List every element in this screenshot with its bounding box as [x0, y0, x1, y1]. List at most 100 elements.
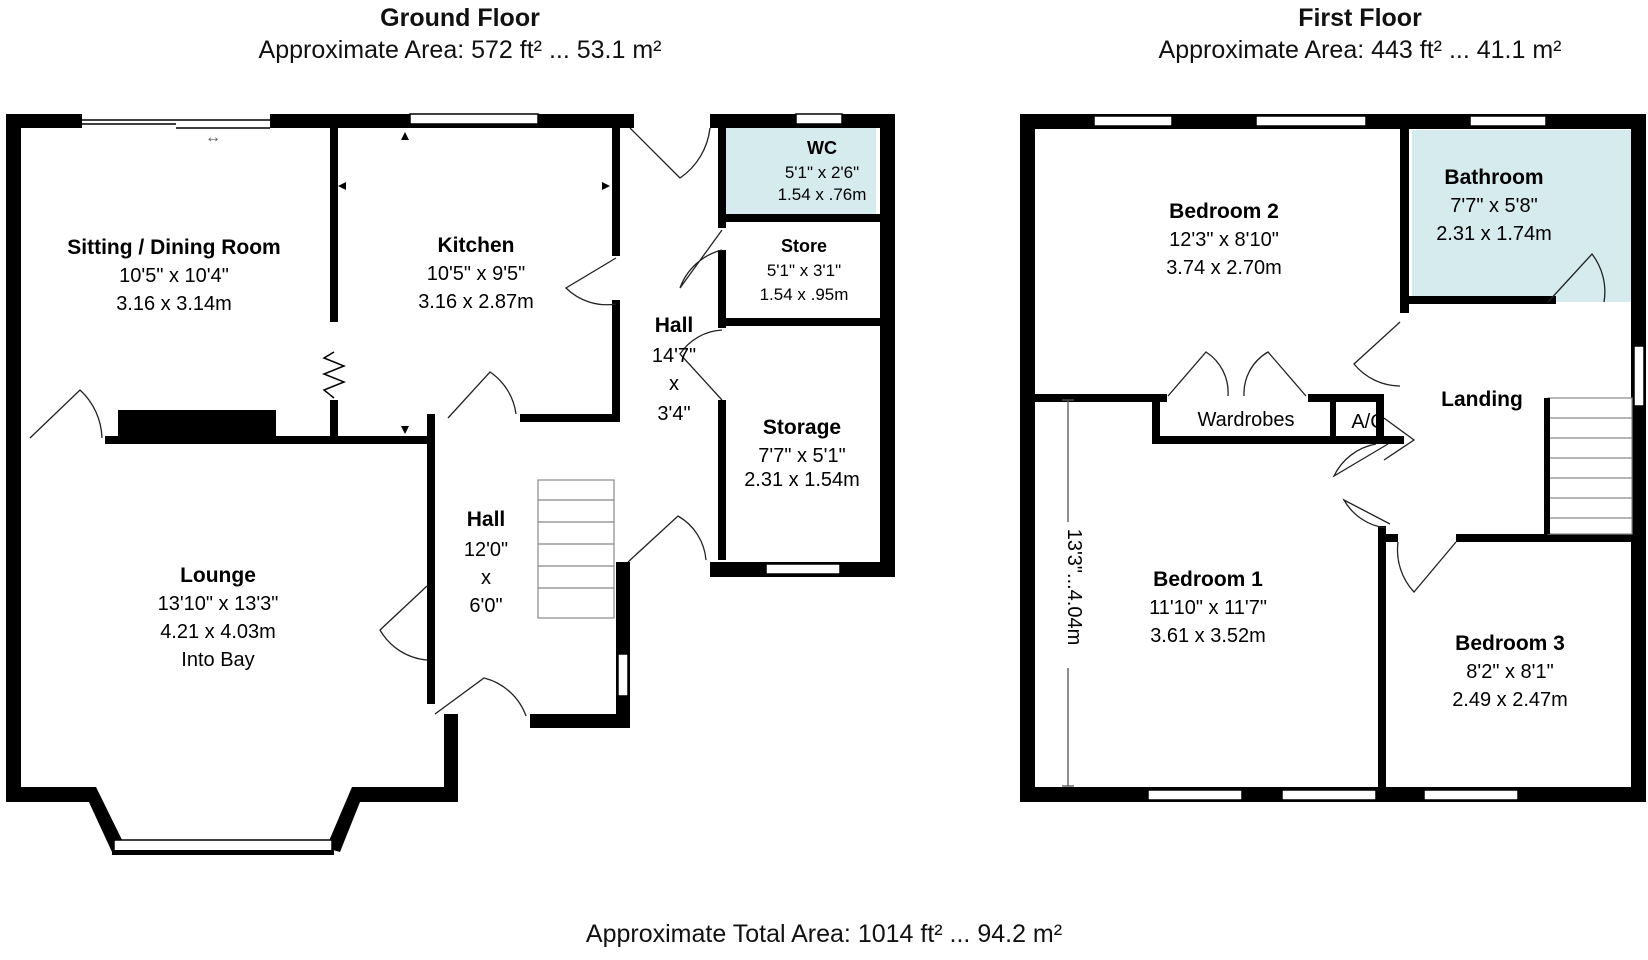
door-swing [1547, 252, 1606, 303]
wall [520, 414, 620, 422]
room-name: WC [807, 138, 837, 158]
ground-floor-area: Approximate Area: 572 ft² ... 53.1 m² [258, 36, 662, 64]
dimension-label: 13'3"...4.04m [1063, 529, 1085, 646]
room-metric: 1.54 x .76m [778, 185, 867, 204]
wall [1631, 114, 1646, 802]
room-dim-line: 3'4" [657, 403, 690, 425]
room-name: Store [781, 236, 827, 256]
window [1423, 789, 1519, 801]
door-swing [29, 389, 103, 439]
room-name: Landing [1441, 388, 1523, 411]
door-swing [1353, 321, 1401, 387]
door-swing [1342, 498, 1391, 529]
stair-outline [1547, 397, 1633, 535]
wall [6, 114, 21, 802]
bay-sill [112, 850, 334, 855]
room-name: Hall [655, 314, 694, 337]
door-swing [564, 257, 617, 306]
room-metric: 3.74 x 2.70m [1166, 257, 1282, 279]
room-metric: 3.16 x 2.87m [418, 291, 534, 313]
wall [330, 128, 338, 322]
bay-wall [82, 787, 126, 852]
wall [1376, 394, 1384, 442]
wall [1308, 394, 1380, 402]
window [1093, 115, 1173, 127]
wall [718, 318, 880, 326]
room-imperial: 11'10" x 11'7" [1149, 597, 1267, 619]
room-metric: 2.31 x 1.54m [744, 469, 860, 491]
room-metric: 2.49 x 2.47m [1452, 689, 1568, 711]
door-swing [679, 229, 723, 289]
room-dim-line: x [669, 373, 679, 395]
dimension-label-bg [1058, 522, 1080, 668]
window [1255, 115, 1367, 127]
room-imperial: 7'7" x 5'1" [758, 445, 845, 467]
door-swing [627, 515, 707, 563]
wall [1378, 526, 1386, 788]
room-name: Bathroom [1444, 166, 1543, 189]
wall [1020, 114, 1035, 802]
door-swing [1332, 443, 1389, 478]
sliding-arrow-icon: ↔ [205, 129, 221, 146]
wardrobes-label: Wardrobes [1197, 409, 1294, 431]
wall [616, 562, 630, 728]
wall [718, 250, 726, 328]
ground-floor-plan: ↔ [6, 113, 895, 855]
wall [352, 787, 458, 802]
door-swing [447, 371, 517, 419]
first-floor-area: Approximate Area: 443 ft² ... 41.1 m² [1158, 36, 1562, 64]
room-imperial: 13'10" x 13'3" [158, 593, 279, 615]
wall [718, 400, 726, 560]
window [617, 653, 629, 697]
door-swing [1396, 541, 1457, 593]
room-note: Into Bay [181, 649, 254, 671]
door-swing [679, 329, 723, 401]
room-imperial: 12'3" x 8'10" [1169, 229, 1279, 251]
wall [612, 128, 620, 256]
room-name: Lounge [180, 564, 256, 587]
wall [530, 714, 630, 728]
arrow-icon [338, 182, 346, 190]
room-name: Kitchen [437, 234, 514, 257]
room-dim-line: x [481, 567, 491, 589]
wall [718, 214, 880, 222]
wall [718, 128, 726, 228]
wall [1152, 436, 1404, 444]
staircase [537, 479, 615, 619]
first-floor-title: First Floor [1298, 4, 1422, 32]
wall [1400, 129, 1409, 313]
window [1281, 789, 1377, 801]
window [1469, 115, 1547, 127]
wall [6, 114, 82, 128]
wall [1035, 394, 1167, 402]
room-imperial: 8'2" x 8'1" [1466, 661, 1553, 683]
wall [105, 436, 435, 444]
room-name: Bedroom 2 [1169, 200, 1279, 223]
room-imperial: 5'1" x 3'1" [767, 261, 841, 280]
window [1147, 789, 1243, 801]
wall [1330, 398, 1336, 440]
room-name: Bedroom 3 [1455, 632, 1565, 655]
room-name: Hall [467, 508, 506, 531]
wall [1456, 534, 1632, 542]
room-imperial: 7'7" x 5'8" [1450, 195, 1537, 217]
room-name: Bedroom 1 [1153, 568, 1263, 591]
radiator-icon [321, 351, 347, 399]
room-imperial: 10'5" x 9'5" [427, 263, 526, 285]
wall [330, 400, 338, 442]
room-metric: 3.61 x 3.52m [1150, 625, 1266, 647]
first-floor-plan: 13'3"...4.04m Bedroom 2 12'3" x 8'10" 3.… [1020, 114, 1646, 802]
door-swing [1243, 351, 1307, 397]
wall [444, 714, 458, 802]
room-metric: 3.16 x 3.14m [116, 293, 232, 315]
room-metric: 2.31 x 1.74m [1436, 223, 1552, 245]
room-imperial: 10'5" x 10'4" [119, 265, 229, 287]
total-area: Approximate Total Area: 1014 ft² ... 94.… [585, 920, 1063, 948]
stair-outline [537, 479, 615, 619]
wall [1378, 534, 1398, 542]
wall [612, 300, 620, 420]
wall [6, 787, 89, 802]
door-swing [434, 677, 527, 717]
fireplace [118, 410, 276, 438]
